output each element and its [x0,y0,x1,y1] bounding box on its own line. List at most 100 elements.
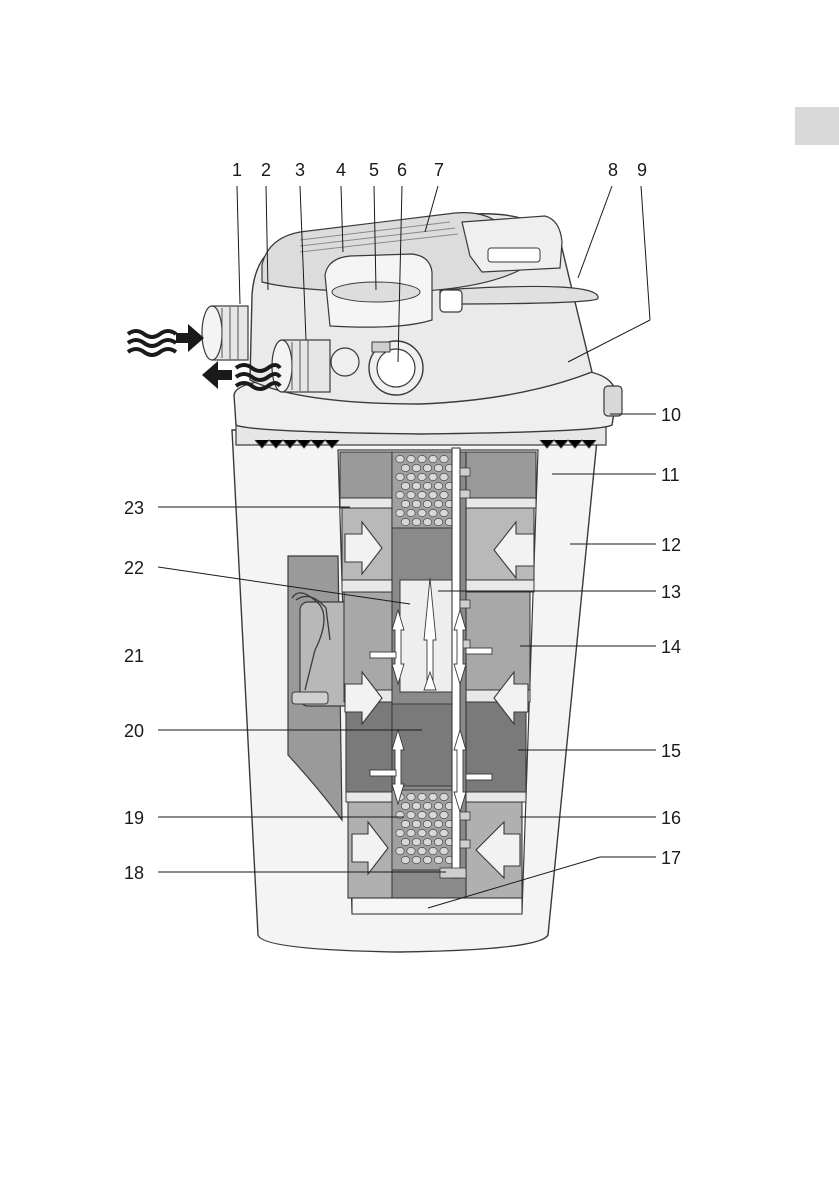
callout-9: 9 [637,160,647,180]
perforation-hole [407,455,415,462]
uvc-bottom-clamp [292,692,328,704]
perforation-hole [407,793,415,800]
callout-1: 1 [232,160,242,180]
perforation-hole [440,473,448,480]
perforation-hole [418,847,426,854]
base-plate [352,898,522,914]
perforation-hole [396,509,404,516]
perforation-hole [412,838,420,845]
callout-22: 22 [124,558,144,578]
perforation-hole [412,856,420,863]
perforation-hole [401,856,409,863]
outflow-arrow-icon [202,361,232,389]
perforation-hole [412,482,420,489]
perforation-hole [440,509,448,516]
perforation-hole [412,820,420,827]
perforation-hole [418,455,426,462]
perforation-hole [429,793,437,800]
callout-13: 13 [661,582,681,602]
perforation-hole [396,847,404,854]
foam-stack-left [340,452,394,898]
perforation-hole [423,500,431,507]
callout-11: 11 [661,465,680,485]
perforation-hole [412,518,420,525]
perforation-hole [429,829,437,836]
perforation-hole [423,482,431,489]
inflow-arrow-icon [176,324,204,352]
handle-clip [440,290,462,312]
perforation-hole [418,793,426,800]
perforation-hole [407,847,415,854]
perforation-hole [418,829,426,836]
callout-19: 19 [124,808,144,828]
perforation-hole [418,473,426,480]
callout-15: 15 [661,741,681,761]
perforation-hole [412,464,420,471]
perforation-hole [418,491,426,498]
perforation-hole [396,491,404,498]
top-control-slot [488,248,540,262]
callout-8: 8 [608,160,618,180]
perforation-hole [407,491,415,498]
perforation-hole [401,464,409,471]
callout-2: 2 [261,160,271,180]
callout-18: 18 [124,863,144,883]
inlet-port [202,306,248,360]
callout-21: 21 [124,646,144,666]
callout-12: 12 [661,535,681,555]
perforation-hole [396,455,404,462]
perforation-hole [396,811,404,818]
callout-6: 6 [397,160,407,180]
callout-5: 5 [369,160,379,180]
perforation-hole [434,464,442,471]
perforation-hole [434,838,442,845]
perforation-hole [401,802,409,809]
perforation-hole [440,491,448,498]
perforation-hole [401,820,409,827]
callout-23: 23 [124,498,144,518]
perforation-hole [440,455,448,462]
perforation-hole [423,802,431,809]
perforation-hole [423,856,431,863]
side-clamp [604,386,622,416]
top-control-box [462,216,562,272]
perforation-hole [412,500,420,507]
perforation-hole [423,464,431,471]
callout-20: 20 [124,721,144,741]
perforation-hole [396,829,404,836]
perforation-hole [434,820,442,827]
perforation-hole [440,793,448,800]
callout-3: 3 [295,160,305,180]
perforation-hole [434,802,442,809]
perforation-hole [407,829,415,836]
perforation-hole [429,491,437,498]
inflow-wavy-icon [128,331,176,355]
perforation-hole [429,811,437,818]
callout-17: 17 [661,848,681,868]
callout-7: 7 [434,160,444,180]
perforation-hole [429,455,437,462]
perforation-hole [401,500,409,507]
callout-14: 14 [661,637,681,657]
perforation-hole [440,829,448,836]
perforation-hole [407,811,415,818]
perforation-hole [423,820,431,827]
perforation-hole [434,518,442,525]
perforation-hole [429,473,437,480]
perforation-hole [412,802,420,809]
perforation-hole [440,811,448,818]
third-port [369,341,423,395]
perforation-hole [429,509,437,516]
perforation-hole [440,847,448,854]
perforation-hole [418,509,426,516]
callout-4: 4 [336,160,346,180]
perforation-hole [401,482,409,489]
carry-handle [440,286,598,304]
callout-10: 10 [661,405,681,425]
callout-16: 16 [661,808,681,828]
perforation-hole [423,518,431,525]
perforation-hole [418,811,426,818]
perforation-hole [429,847,437,854]
perforation-hole [407,473,415,480]
